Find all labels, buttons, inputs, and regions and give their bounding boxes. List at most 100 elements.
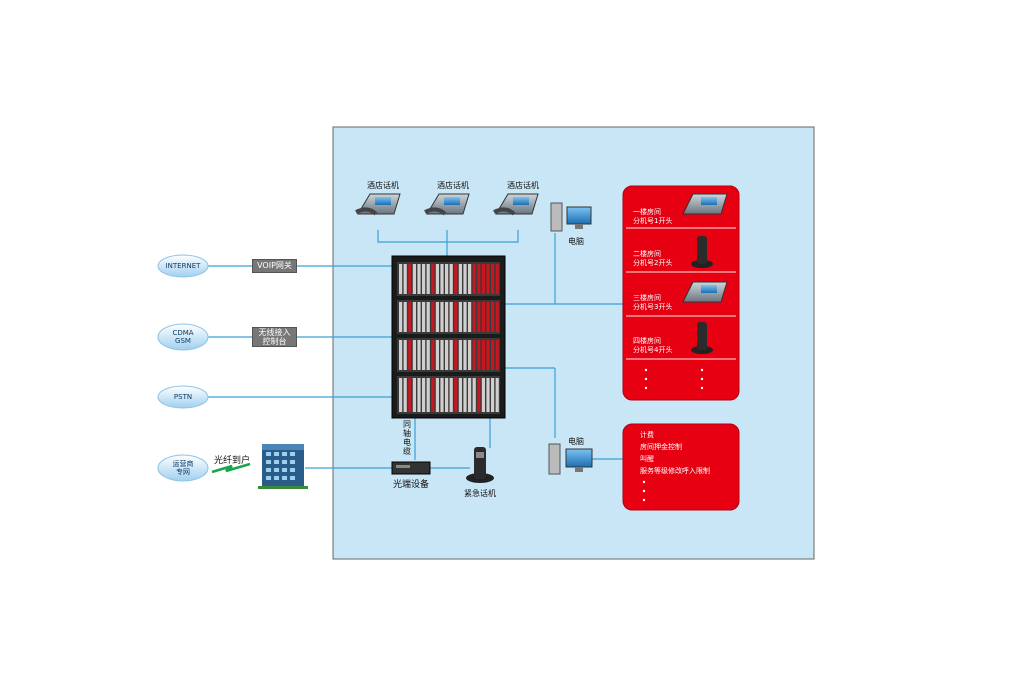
rack-card <box>458 264 462 294</box>
room-4-text: 四楼房间分机号4开头 <box>633 337 673 354</box>
rack-card <box>408 264 412 294</box>
rack-card <box>403 378 407 412</box>
rack-card <box>445 302 449 332</box>
rack-card <box>422 340 426 370</box>
cloud-internet-icon <box>157 254 209 278</box>
optical-device-icon <box>391 461 431 475</box>
service-item-2: 房间押金控制 <box>640 443 682 451</box>
rack-card <box>472 378 476 412</box>
rack-card <box>458 302 462 332</box>
cloud-pstn-icon <box>157 385 209 409</box>
rack-card <box>426 264 430 294</box>
operator-line-2: 专网 <box>176 468 190 476</box>
room-2-text: 二楼房间分机号2开头 <box>633 250 673 267</box>
rack-card <box>495 340 499 370</box>
hotel-phone-icon-3 <box>493 193 539 216</box>
rack-card <box>431 302 435 332</box>
rack-card <box>440 340 444 370</box>
rack-card <box>472 264 476 294</box>
rack-card <box>445 378 449 412</box>
rack-card <box>403 302 407 332</box>
building-icon <box>258 444 308 489</box>
rack-card <box>426 340 430 370</box>
cloud-cdma-icon <box>157 323 209 351</box>
rack-card <box>399 378 403 412</box>
rack-card <box>454 302 458 332</box>
rack-card <box>491 264 495 294</box>
rack-card <box>477 264 481 294</box>
ellipsis-dots <box>642 368 704 502</box>
rack-card <box>458 378 462 412</box>
rack-card <box>431 378 435 412</box>
cdma-line-2: GSM <box>175 337 191 345</box>
rack-card <box>412 340 416 370</box>
rack-card <box>422 264 426 294</box>
room-cordless-phone-icon-4 <box>691 322 713 354</box>
rack-card <box>495 378 499 412</box>
rack-card <box>417 264 421 294</box>
coax-label: 同轴电缆 <box>403 420 411 456</box>
rack-card <box>440 302 444 332</box>
operator-label: 运营商 专网 <box>158 460 208 476</box>
room-panel <box>622 185 740 401</box>
rack-card <box>435 302 439 332</box>
rack-card <box>449 378 453 412</box>
rack-card <box>463 302 467 332</box>
rack-card <box>481 378 485 412</box>
rack-card <box>445 340 449 370</box>
rack-card <box>408 340 412 370</box>
rack-card <box>435 264 439 294</box>
internet-label: INTERNET <box>165 262 201 270</box>
room-desk-phone-icon-1 <box>682 193 728 215</box>
rack-card <box>403 264 407 294</box>
wireless-console: 无线接入 控制台 <box>252 327 297 347</box>
pstn-label: PSTN <box>173 393 193 401</box>
rack-card <box>403 340 407 370</box>
rack-card <box>486 340 490 370</box>
rack-card <box>422 302 426 332</box>
computer-icon-bottom <box>548 443 593 475</box>
hotel-phone-label-3: 酒店话机 <box>507 181 539 190</box>
pbx-rack-icon <box>391 255 506 419</box>
rack-card <box>463 340 467 370</box>
rack-card <box>481 264 485 294</box>
rack-card <box>408 378 412 412</box>
rack-card <box>399 302 403 332</box>
hotel-phone-icon-1 <box>355 193 401 216</box>
computer-label-top: 电脑 <box>568 237 584 246</box>
rack-card <box>431 340 435 370</box>
rack-card <box>458 340 462 370</box>
service-panel <box>622 423 740 511</box>
rack-card <box>486 302 490 332</box>
voip-gateway: VOIP网关 <box>252 259 297 273</box>
service-item-3: 叫醒 <box>640 455 654 463</box>
rack-card <box>481 340 485 370</box>
connection-lines <box>208 230 623 469</box>
operator-line-1: 运营商 <box>172 460 194 468</box>
rack-card <box>417 378 421 412</box>
emergency-label: 紧急话机 <box>464 489 496 498</box>
rack-card <box>491 340 495 370</box>
rack-card <box>491 302 495 332</box>
rack-card <box>472 340 476 370</box>
service-item-4: 服务等级修改呼入限制 <box>640 467 710 475</box>
rack-card <box>454 340 458 370</box>
rack-card <box>468 264 472 294</box>
rack-card <box>495 264 499 294</box>
rack-card <box>491 378 495 412</box>
rack-card <box>445 264 449 294</box>
cloud-operator-icon <box>157 454 209 482</box>
rack-card <box>481 302 485 332</box>
rack-card <box>412 302 416 332</box>
room-cordless-phone-icon-2 <box>691 236 713 268</box>
rack-card <box>412 378 416 412</box>
rack-card <box>468 340 472 370</box>
hotel-phone-label-2: 酒店话机 <box>437 181 469 190</box>
rack-card <box>399 340 403 370</box>
room-1-text: 一楼房间分机号1开头 <box>633 208 673 225</box>
wireless-line-1: 无线接入 <box>258 328 291 337</box>
rack-card <box>454 264 458 294</box>
hotel-phone-label-1: 酒店话机 <box>367 181 399 190</box>
rack-card <box>417 302 421 332</box>
rack-card <box>435 340 439 370</box>
